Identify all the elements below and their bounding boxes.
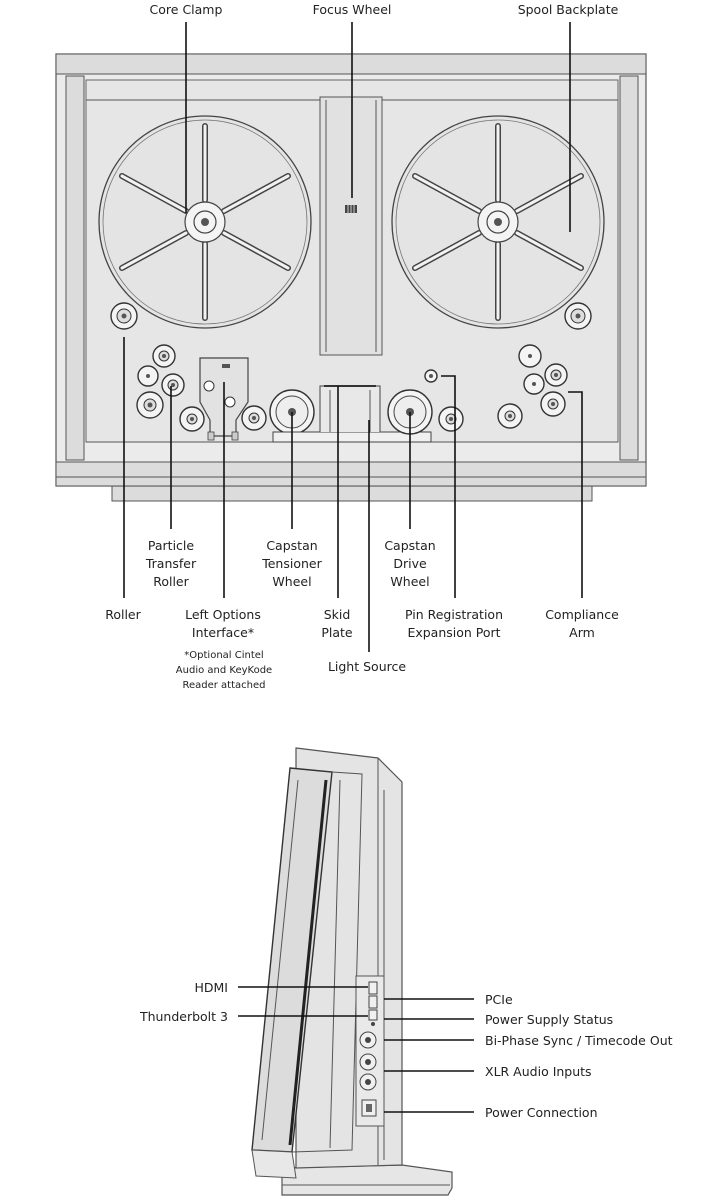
front-leader-lines	[123, 22, 583, 652]
label-pin-registration-2: Expansion Port	[407, 625, 500, 640]
note-optional-1: *Optional Cintel	[184, 650, 263, 661]
label-power-supply-status: Power Supply Status	[485, 1012, 613, 1027]
label-capstan-drive-3: Wheel	[390, 574, 429, 589]
label-capstan-tensioner-3: Wheel	[272, 574, 311, 589]
label-thunderbolt-3: Thunderbolt 3	[139, 1009, 228, 1024]
label-xlr-audio-inputs: XLR Audio Inputs	[485, 1064, 592, 1079]
label-pcie: PCIe	[485, 992, 513, 1007]
label-spool-backplate: Spool Backplate	[518, 2, 619, 17]
right-spool-reel	[391, 115, 605, 329]
label-light-source: Light Source	[328, 659, 406, 674]
focus-wheel	[319, 96, 383, 356]
label-capstan-drive-2: Drive	[393, 556, 427, 571]
label-skid-plate-2: Plate	[321, 625, 353, 640]
left-roller-cluster	[136, 344, 267, 432]
hdmi-port	[368, 981, 378, 995]
label-particle-transfer-roller-1: Particle	[148, 538, 194, 553]
label-hdmi: HDMI	[195, 980, 229, 995]
side-leader-lines	[238, 986, 474, 1113]
note-optional-3: Reader attached	[182, 680, 265, 691]
right-roller-cluster	[497, 302, 592, 429]
label-particle-transfer-roller-2: Transfer	[145, 556, 197, 571]
label-focus-wheel: Focus Wheel	[313, 2, 392, 17]
scanner-side-view	[251, 747, 453, 1196]
label-skid-plate-1: Skid	[324, 607, 351, 622]
scanner-front-view	[55, 53, 647, 502]
side-labels: HDMI Thunderbolt 3 PCIe Power Supply Sta…	[139, 980, 673, 1120]
label-capstan-tensioner-1: Capstan	[266, 538, 317, 553]
label-compliance-arm-2: Arm	[569, 625, 595, 640]
label-roller: Roller	[105, 607, 141, 622]
note-optional-2: Audio and KeyKode	[176, 665, 272, 676]
label-bi-phase-sync: Bi-Phase Sync / Timecode Out	[485, 1033, 673, 1048]
label-compliance-arm-1: Compliance	[545, 607, 619, 622]
label-core-clamp: Core Clamp	[150, 2, 223, 17]
thunderbolt-port	[368, 1009, 378, 1021]
roller-left-upper	[110, 302, 138, 330]
front-labels: Core Clamp Focus Wheel Spool Backplate P…	[105, 2, 619, 691]
roller-right-lower	[438, 406, 464, 432]
label-capstan-tensioner-2: Tensioner	[261, 556, 322, 571]
label-particle-transfer-roller-3: Roller	[153, 574, 189, 589]
power-status-led	[371, 1022, 375, 1026]
pin-registration-expansion-port	[424, 369, 438, 383]
label-power-connection: Power Connection	[485, 1105, 598, 1120]
label-capstan-drive-1: Capstan	[384, 538, 435, 553]
left-spool-reel	[98, 115, 312, 329]
pcie-port	[368, 995, 378, 1009]
label-left-options-2: Interface*	[192, 625, 254, 640]
label-pin-registration-1: Pin Registration	[405, 607, 503, 622]
light-source	[272, 385, 432, 443]
label-left-options-1: Left Options	[185, 607, 261, 622]
